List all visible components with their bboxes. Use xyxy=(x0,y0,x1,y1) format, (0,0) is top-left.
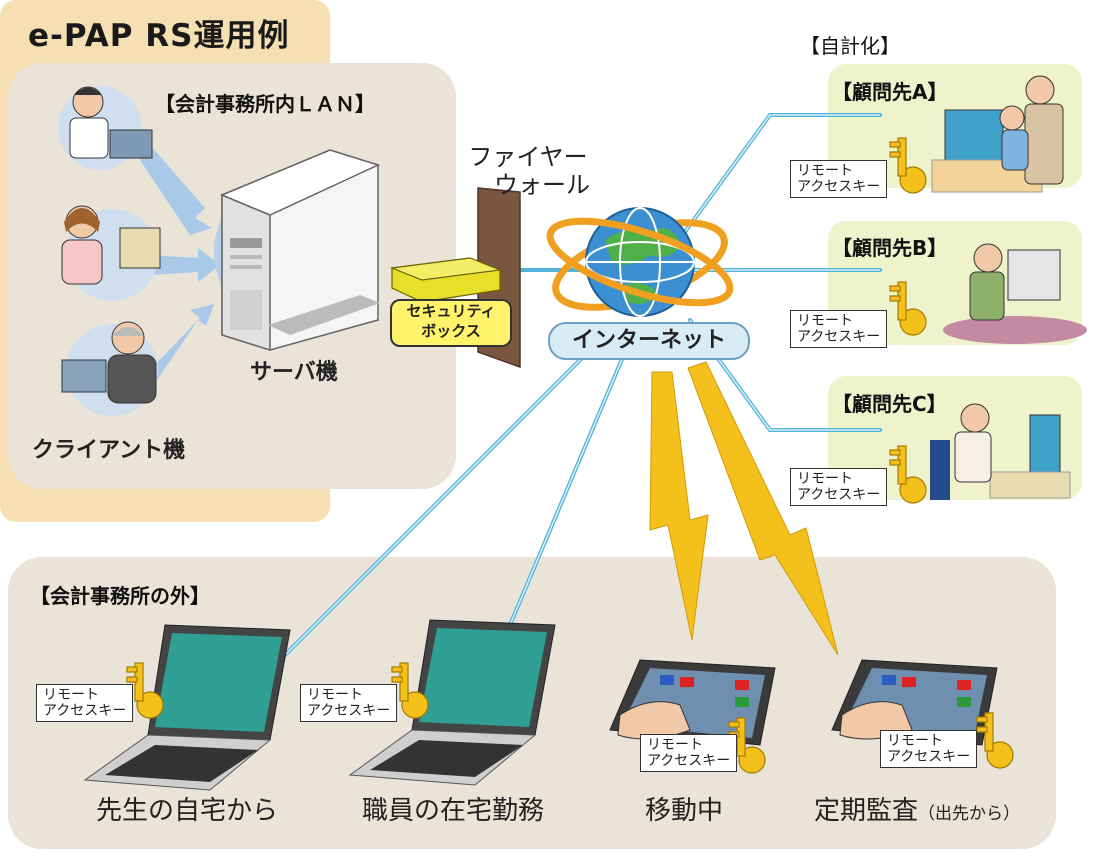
page-title: e-PAP RS運用例 xyxy=(28,18,290,54)
client-b-label: 【顧問先B】 xyxy=(832,236,948,260)
laptop-staff-icon xyxy=(348,619,556,786)
server-label: サーバ機 xyxy=(250,360,338,385)
outside-label-staff: 職員の在宅勤務 xyxy=(362,796,545,826)
internet-label: インターネット xyxy=(548,322,750,360)
arrow-1-icon xyxy=(140,145,212,235)
client-b-illustration-icon xyxy=(943,243,1087,344)
remote-key-tag-staff: リモートアクセスキー xyxy=(300,684,398,722)
jikei-heading: 【自計化】 xyxy=(800,34,900,58)
remote-key-tag-audit: リモートアクセスキー xyxy=(880,730,978,768)
client-machine-label: クライアント機 xyxy=(32,438,186,463)
client-c-illustration-icon xyxy=(930,403,1071,500)
tablet-mobile-icon xyxy=(609,659,776,746)
security-box-label: セキュリティ ボックス xyxy=(390,299,512,347)
firewall-label: ファイヤー ウォール xyxy=(468,143,590,199)
arrow-3-icon xyxy=(150,304,214,383)
remote-key-tag-b: リモートアクセスキー xyxy=(790,310,888,348)
lan-arrows xyxy=(140,145,220,383)
key-a-icon xyxy=(889,137,927,194)
outside-label-home: 先生の自宅から xyxy=(96,796,279,826)
client-c-label: 【顧問先C】 xyxy=(832,392,947,416)
key-staff-icon xyxy=(391,662,429,719)
remote-key-tag-a: リモートアクセスキー xyxy=(790,160,888,198)
outside-label-audit-sub: （出先から） xyxy=(918,804,1021,824)
outside-heading: 【会計事務所の外】 xyxy=(30,584,210,608)
globe-icon xyxy=(546,207,734,317)
client-a-label: 【顧問先A】 xyxy=(832,80,948,104)
lan-heading: 【会計事務所内ＬＡＮ】 xyxy=(155,92,375,116)
client-person-3-icon xyxy=(61,321,158,416)
key-c-icon xyxy=(889,445,927,504)
key-home-icon xyxy=(126,662,164,719)
client-person-2-icon xyxy=(61,205,161,301)
arrow-2-icon xyxy=(150,248,220,282)
outside-label-mobile: 移動中 xyxy=(645,796,724,826)
remote-key-tag-mobile: リモートアクセスキー xyxy=(640,734,738,772)
bolt-audit-icon xyxy=(687,361,839,656)
remote-key-tag-c: リモートアクセスキー xyxy=(790,468,888,506)
client-person-1-icon xyxy=(58,86,153,170)
server-icon xyxy=(214,149,381,352)
key-audit-icon xyxy=(976,712,1014,769)
laptop-home-icon xyxy=(83,624,291,791)
client-a-illustration-icon xyxy=(931,75,1064,193)
key-b-icon xyxy=(889,281,927,336)
outside-label-audit: 定期監査（出先から） xyxy=(814,796,1021,826)
security-box-icon xyxy=(389,257,503,303)
remote-key-tag-home: リモートアクセスキー xyxy=(36,684,134,722)
bolt-mobile-icon xyxy=(649,371,709,641)
